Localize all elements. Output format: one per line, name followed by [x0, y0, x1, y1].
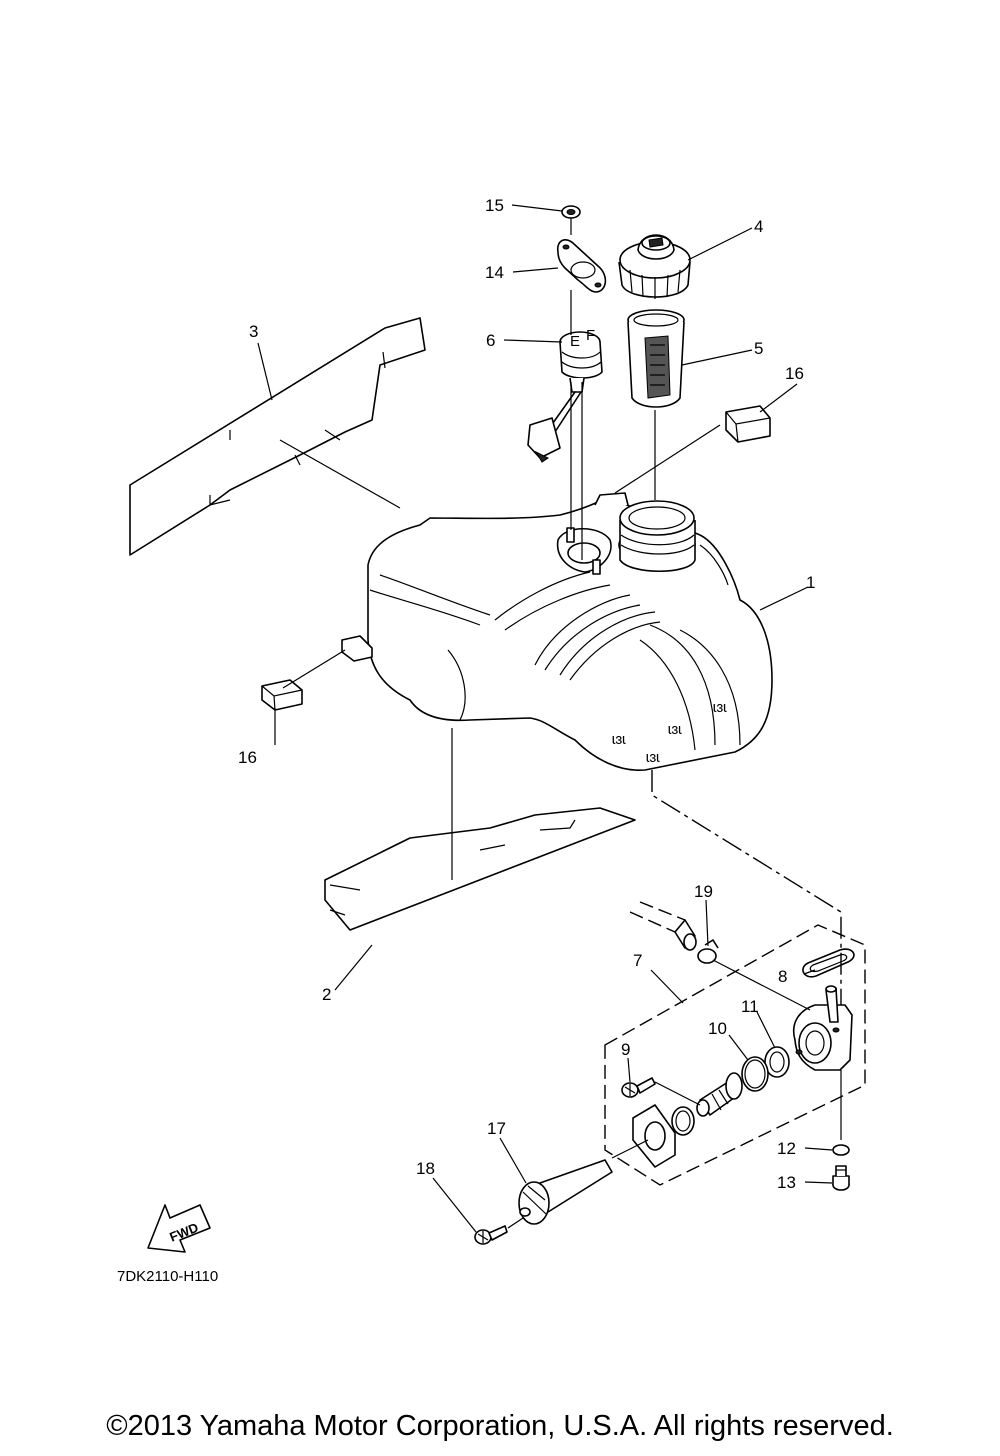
part-14-gasket	[556, 239, 607, 293]
part-18-screw	[474, 1225, 508, 1245]
label-4: 4	[754, 217, 763, 236]
svg-text:ɩɜɩ: ɩɜɩ	[646, 749, 660, 766]
label-18: 18	[416, 1159, 435, 1178]
label-11: 11	[741, 997, 759, 1016]
part-13-bolt	[832, 1165, 850, 1191]
part-9-screw	[621, 1077, 656, 1098]
svg-text:ɩɜɩ: ɩɜɩ	[713, 699, 727, 716]
part-1-fuel-tank: ɩɜɩ ɩɜɩ ɩɜɩ ɩɜɩ	[341, 492, 773, 771]
copyright-notice: ©2013 Yamaha Motor Corporation, U.S.A. A…	[106, 1410, 894, 1442]
label-9: 9	[621, 1040, 630, 1059]
assembly-lines	[279, 218, 842, 1229]
label-12: 12	[777, 1139, 796, 1158]
label-16-lower: 16	[238, 748, 257, 767]
part-3-upper-plate	[129, 317, 426, 556]
part-16-damper-lower	[261, 679, 303, 711]
label-2: 2	[322, 985, 331, 1004]
part-12-washer	[832, 1144, 850, 1156]
label-8: 8	[778, 967, 787, 986]
part-6-fuel-sender: E F	[527, 327, 603, 463]
part-7-fuel-cock-assembly	[604, 924, 866, 1186]
svg-text:ɩɜɩ: ɩɜɩ	[612, 731, 626, 748]
label-10: 10	[708, 1019, 727, 1038]
label-17: 17	[487, 1119, 506, 1138]
label-7: 7	[633, 951, 642, 970]
part-16-damper-upper	[725, 405, 771, 443]
part-4-fuel-cap	[618, 234, 691, 299]
label-13: 13	[777, 1173, 796, 1192]
label-16-upper: 16	[785, 364, 804, 383]
part-15-washer	[561, 205, 581, 219]
fuel-hose	[629, 901, 697, 951]
plate-o-ring	[671, 1106, 695, 1136]
label-15: 15	[485, 196, 504, 215]
part-5-filter	[627, 309, 685, 408]
label-6: 6	[486, 331, 495, 350]
svg-text:F: F	[586, 327, 595, 344]
part-8-gasket	[802, 948, 855, 978]
leader-lines	[257, 204, 833, 1233]
label-1: 1	[806, 573, 815, 592]
fuel-cock-plate	[632, 1104, 676, 1168]
label-19: 19	[694, 882, 713, 901]
fuel-cock-body	[793, 985, 853, 1071]
fwd-arrow-icon: FWD	[147, 1204, 211, 1253]
drawing-code: 7DK2110-H110	[117, 1268, 218, 1285]
part-17-lever-knob	[518, 1159, 613, 1225]
part-labels: 15 14 4 6 5 3 16 1 16 19 7 8 2 11 10 9 1…	[238, 196, 815, 1192]
label-14: 14	[485, 263, 504, 282]
svg-text:ɩɜɩ: ɩɜɩ	[668, 721, 682, 738]
label-3: 3	[249, 322, 258, 341]
valve-shaft	[696, 1072, 743, 1117]
label-5: 5	[754, 339, 763, 358]
svg-text:E: E	[570, 333, 580, 350]
part-10-o-ring	[741, 1056, 769, 1092]
part-2-lower-plate	[324, 807, 636, 931]
